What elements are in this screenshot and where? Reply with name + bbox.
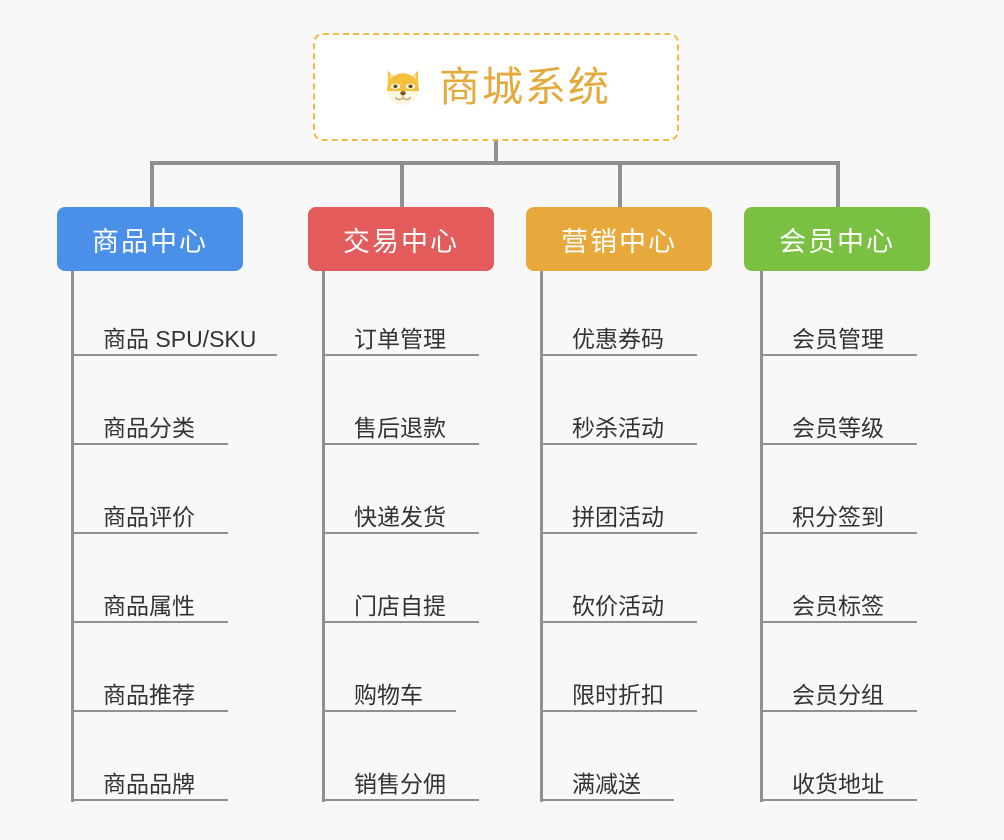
connector-root-stem: [494, 141, 498, 165]
leaf-item-4-4[interactable]: 会员标签: [760, 577, 917, 623]
leaf-label: 会员管理: [792, 325, 884, 352]
root-node-shop-system[interactable]: 商城系统: [313, 33, 679, 141]
leaf-item-2-2[interactable]: 售后退款: [322, 399, 479, 445]
leaf-item-4-3[interactable]: 积分签到: [760, 488, 917, 534]
leaf-label: 满减送: [572, 770, 641, 797]
connector-drop-3: [618, 161, 622, 208]
leaf-item-3-2[interactable]: 秒杀活动: [540, 399, 697, 445]
leaf-label: 售后退款: [354, 414, 446, 441]
leaf-item-1-6[interactable]: 商品品牌: [71, 755, 228, 801]
category-label-2: 交易中心: [343, 226, 459, 257]
root-node-title: 商城系统: [439, 63, 611, 110]
leaf-item-3-6[interactable]: 满减送: [540, 755, 674, 801]
branch-spine-1: [71, 271, 74, 802]
leaf-label: 限时折扣: [572, 681, 664, 708]
leaf-label: 购物车: [354, 681, 423, 708]
leaf-item-4-1[interactable]: 会员管理: [760, 310, 917, 356]
leaf-item-3-3[interactable]: 拼团活动: [540, 488, 697, 534]
leaf-label: 销售分佣: [354, 770, 446, 797]
branch-spine-4: [760, 271, 763, 802]
leaf-label: 订单管理: [354, 325, 446, 352]
category-box-3[interactable]: 营销中心: [526, 207, 712, 271]
leaf-label: 商品品牌: [103, 770, 195, 797]
connector-horizontal-bus: [150, 161, 840, 165]
leaf-item-3-5[interactable]: 限时折扣: [540, 666, 697, 712]
leaf-label: 秒杀活动: [572, 414, 664, 441]
leaf-label: 商品分类: [103, 414, 195, 441]
leaf-label: 门店自提: [354, 592, 446, 619]
leaf-label: 积分签到: [792, 503, 884, 530]
connector-drop-1: [150, 161, 154, 208]
leaf-label: 拼团活动: [572, 503, 664, 530]
leaf-item-1-2[interactable]: 商品分类: [71, 399, 228, 445]
leaf-label: 砍价活动: [572, 592, 664, 619]
leaf-item-3-4[interactable]: 砍价活动: [540, 577, 697, 623]
leaf-label: 优惠券码: [572, 325, 664, 352]
leaf-label: 会员等级: [792, 414, 884, 441]
branch-spine-2: [322, 271, 325, 802]
shiba-dog-icon: [387, 70, 419, 105]
category-label-4: 会员中心: [779, 226, 895, 257]
leaf-label: 会员分组: [792, 681, 884, 708]
category-label-3: 营销中心: [561, 226, 677, 257]
category-box-2[interactable]: 交易中心: [308, 207, 494, 271]
leaf-label: 快递发货: [354, 503, 446, 530]
leaf-item-3-1[interactable]: 优惠券码: [540, 310, 697, 356]
leaf-item-1-3[interactable]: 商品评价: [71, 488, 228, 534]
leaf-label: 商品 SPU/SKU: [103, 325, 257, 352]
leaf-item-4-6[interactable]: 收货地址: [760, 755, 917, 801]
leaf-item-2-4[interactable]: 门店自提: [322, 577, 479, 623]
leaf-item-2-3[interactable]: 快递发货: [322, 488, 479, 534]
connector-drop-2: [400, 161, 404, 208]
leaf-item-1-1[interactable]: 商品 SPU/SKU: [71, 310, 277, 356]
leaf-label: 商品评价: [103, 503, 195, 530]
leaf-item-4-5[interactable]: 会员分组: [760, 666, 917, 712]
leaf-item-1-5[interactable]: 商品推荐: [71, 666, 228, 712]
leaf-label: 商品属性: [103, 592, 195, 619]
leaf-label: 会员标签: [792, 592, 884, 619]
leaf-item-2-5[interactable]: 购物车: [322, 666, 456, 712]
leaf-item-1-4[interactable]: 商品属性: [71, 577, 228, 623]
leaf-item-2-6[interactable]: 销售分佣: [322, 755, 479, 801]
leaf-item-4-2[interactable]: 会员等级: [760, 399, 917, 445]
category-box-4[interactable]: 会员中心: [744, 207, 930, 271]
category-box-1[interactable]: 商品中心: [57, 207, 243, 271]
connector-drop-4: [836, 161, 840, 208]
branch-spine-3: [540, 271, 543, 802]
leaf-label: 商品推荐: [103, 681, 195, 708]
category-label-1: 商品中心: [92, 226, 208, 257]
leaf-item-2-1[interactable]: 订单管理: [322, 310, 479, 356]
leaf-label: 收货地址: [792, 770, 884, 797]
